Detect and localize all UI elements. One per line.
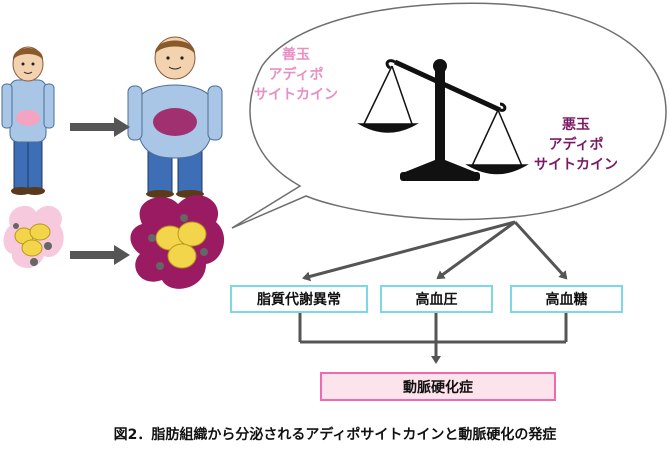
large-adipose-tissue-icon bbox=[130, 195, 225, 289]
good-adipocytokine-label: 善玉 アディポ サイトカイン bbox=[250, 45, 342, 105]
hypertension-label: 高血圧 bbox=[415, 292, 458, 308]
atherosclerosis-label: 動脈硬化症 bbox=[403, 379, 473, 396]
obese-person-figure bbox=[127, 36, 223, 198]
hyperglycemia-box: 高血糖 bbox=[510, 285, 623, 313]
hyperglycemia-label: 高血糖 bbox=[545, 292, 588, 308]
bad-label-line: アディポ bbox=[548, 137, 604, 153]
figure-caption: 図2．脂肪組織から分泌されるアディポサイトカインと動脈硬化の発症 bbox=[113, 427, 557, 443]
atherosclerosis-box: 動脈硬化症 bbox=[320, 372, 556, 401]
hypertension-box: 高血圧 bbox=[380, 285, 493, 313]
good-label-line: 善玉 bbox=[282, 47, 310, 63]
outcome-connector bbox=[298, 313, 568, 364]
arrow-fat-accumulation bbox=[70, 245, 130, 265]
small-adipose-tissue-icon bbox=[3, 205, 64, 269]
balance-scale-icon bbox=[357, 59, 529, 181]
bad-label-line: 悪玉 bbox=[562, 117, 590, 133]
good-label-line: サイトカイン bbox=[254, 87, 338, 103]
bad-adipocytokine-label: 悪玉 アディポ サイトカイン bbox=[520, 115, 632, 175]
arrow-obesity bbox=[70, 117, 130, 137]
cause-arrows bbox=[302, 220, 568, 282]
good-label-line: アディポ bbox=[268, 67, 324, 83]
bad-label-line: サイトカイン bbox=[534, 157, 618, 173]
thin-person-figure bbox=[1, 46, 55, 195]
speech-bubble bbox=[231, 2, 667, 229]
dyslipidemia-label: 脂質代謝異常 bbox=[257, 292, 341, 308]
dyslipidemia-box: 脂質代謝異常 bbox=[230, 285, 368, 313]
